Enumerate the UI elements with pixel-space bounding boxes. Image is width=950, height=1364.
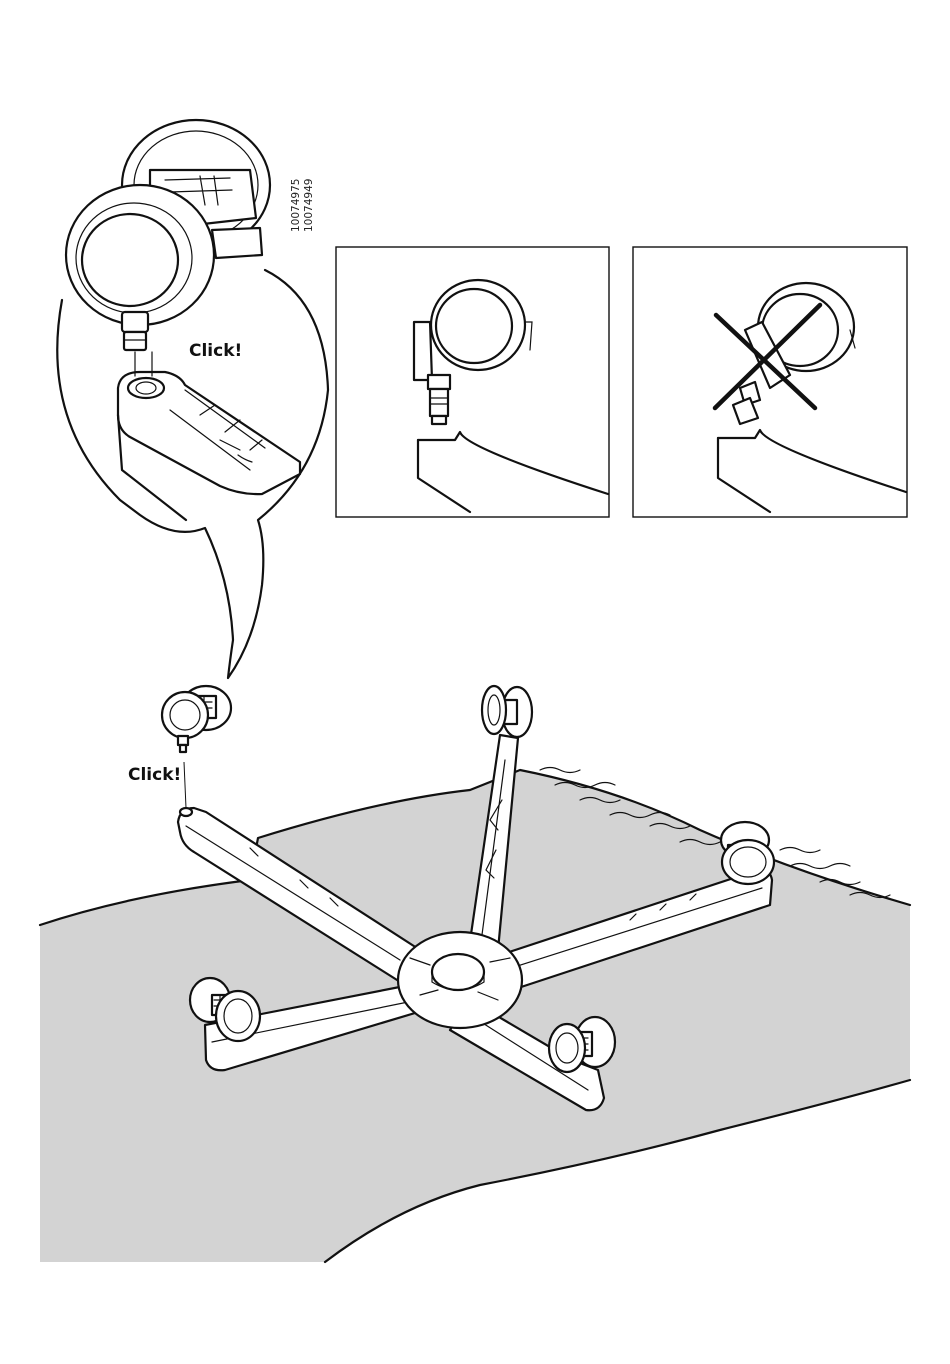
panel-correct-insertion bbox=[336, 247, 609, 517]
caster-wheel-icon bbox=[66, 120, 270, 350]
caster-loose bbox=[162, 686, 231, 752]
insertion-guide-line bbox=[184, 762, 186, 808]
panel-incorrect-insertion bbox=[633, 247, 907, 517]
caster-right bbox=[721, 822, 774, 884]
click-label-zoom: Click! bbox=[189, 341, 242, 361]
zoom-callout bbox=[57, 120, 328, 678]
caster-back bbox=[482, 686, 532, 737]
click-label-main: Click! bbox=[128, 765, 181, 785]
part-number: 10074949 bbox=[303, 179, 316, 232]
part-numbers: 10074975 10074949 bbox=[290, 179, 316, 232]
part-number: 10074975 bbox=[290, 179, 303, 232]
